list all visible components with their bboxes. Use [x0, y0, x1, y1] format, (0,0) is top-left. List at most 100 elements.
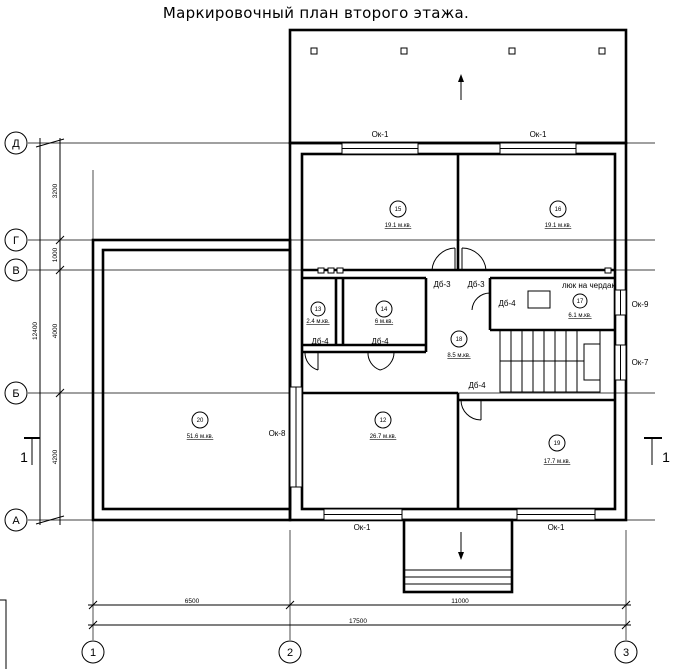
- post-1: [310, 47, 318, 55]
- tick-v: [55, 265, 65, 275]
- room-13-area: 2.4 м.кв.: [306, 319, 330, 325]
- label-door-16: Дб-3: [467, 280, 485, 289]
- axis-label-3: 3: [623, 647, 629, 659]
- tick-g: [55, 235, 65, 245]
- axis-label-d: Д: [12, 138, 20, 150]
- left-wing-inner: [101, 248, 292, 511]
- vent-2: [336, 267, 344, 274]
- attic-hatch: [527, 290, 551, 309]
- label-door-19: Дб-4: [468, 381, 486, 390]
- room-17-marker: [572, 293, 588, 309]
- balcony-outline: [288, 28, 628, 145]
- room-15-number: 15: [395, 207, 402, 213]
- section-mark-right-label: 1: [662, 449, 670, 465]
- left-wing-outer: [91, 238, 292, 522]
- room-14-number: 14: [381, 307, 388, 313]
- label-window-top-left: Ок-1: [372, 130, 389, 139]
- post-2: [400, 47, 408, 55]
- vent-4: [604, 267, 612, 274]
- door-16-swing: [461, 247, 487, 271]
- room-16-marker: [549, 200, 567, 218]
- tick-1b: [88, 620, 98, 630]
- balcony-top: [288, 28, 628, 145]
- room-15-marker: [389, 200, 407, 218]
- room-20-marker: [191, 411, 209, 429]
- label-window-ok9: Ок-9: [632, 300, 649, 309]
- porch-outline: [402, 518, 514, 594]
- vent-3: [317, 267, 325, 274]
- room-17-area: 6.1 м.кв.: [568, 313, 592, 319]
- room-12-marker: [374, 411, 392, 429]
- room-18-number: 18: [456, 337, 463, 343]
- room-12-area: 26.7 м.кв.: [370, 434, 397, 440]
- element-labels: Ок-1 Ок-1 Ок-1 Ок-1 Ок-8 Ок-9 Ок-7 Дб-3 …: [269, 130, 649, 532]
- tick-b: [55, 388, 65, 398]
- dim-4000: 4000: [52, 323, 59, 338]
- label-window-bottom-right: Ок-1: [548, 523, 565, 532]
- door-17-swing: [471, 292, 491, 311]
- room-17-number: 17: [577, 299, 584, 305]
- axis-label-a: А: [12, 515, 20, 527]
- tick-1: [88, 600, 98, 610]
- room-14-area: 6 м.кв.: [375, 319, 394, 325]
- left-wing: [91, 238, 292, 522]
- windows: [289, 142, 627, 521]
- stair-landing: [583, 343, 601, 381]
- axis-label-g: Г: [13, 235, 19, 247]
- room-19-number: 19: [554, 441, 561, 447]
- room-16-number: 16: [555, 207, 562, 213]
- section-marks: 1 1: [20, 437, 670, 465]
- tick-3b: [621, 620, 631, 630]
- room-15-area: 19.1 м.кв.: [385, 223, 412, 229]
- room-19-area: 17.7 м.кв.: [544, 459, 571, 465]
- staircase: [499, 329, 601, 393]
- tick-d: [35, 138, 65, 148]
- axis-bubble-v: [4, 258, 28, 282]
- post-3: [508, 47, 516, 55]
- door-13-swing: [304, 351, 319, 371]
- label-door-15: Дб-3: [433, 280, 451, 289]
- label-window-ok7: Ок-7: [632, 358, 649, 367]
- axis-bubble-2: [278, 640, 302, 664]
- dim-1000: 1000: [52, 247, 59, 262]
- axis-bubble-b: [4, 381, 28, 405]
- row-axis-bubbles: Д Г В Б А: [4, 131, 28, 532]
- label-window-top-right: Ок-1: [530, 130, 547, 139]
- tick-2: [285, 600, 295, 610]
- door-19-swing: [460, 399, 482, 421]
- room-12-number: 12: [380, 418, 387, 424]
- vent-1: [327, 267, 335, 274]
- axis-label-1: 1: [90, 647, 96, 659]
- axis-bubble-d: [4, 131, 28, 155]
- label-attic-hatch: люк на чердак: [562, 281, 615, 290]
- axis-bubble-g: [4, 228, 28, 252]
- slope-arrow-head: [458, 74, 464, 82]
- axis-bubble-1: [81, 640, 105, 664]
- axis-label-2: 2: [287, 647, 293, 659]
- room-18-marker: [450, 330, 468, 348]
- post-4: [598, 47, 606, 55]
- dim-6500: 6500: [185, 598, 200, 605]
- axis-bubble-a: [4, 508, 28, 532]
- axis-bubble-3: [614, 640, 638, 664]
- label-window-bottom-left: Ок-1: [354, 523, 371, 532]
- room-13-number: 13: [315, 307, 322, 313]
- section-mark-left-label: 1: [20, 449, 28, 465]
- room-14-marker: [375, 300, 393, 318]
- left-dimension-chain: 3200 1000 4000 4200 12400: [32, 138, 65, 525]
- dim-12400: 12400: [32, 322, 39, 340]
- room-16-area: 19.1 м.кв.: [545, 223, 572, 229]
- door-15-swing: [431, 247, 456, 271]
- dim-11000: 11000: [451, 598, 469, 605]
- bottom-dimension-chain: 6500 11000 17500: [88, 598, 631, 630]
- tick-a: [35, 515, 65, 525]
- room-20-area: 51.6 м.кв.: [187, 434, 214, 440]
- plan-title: Маркировочный план второго этажа.: [163, 4, 469, 22]
- tick-3: [621, 600, 631, 610]
- label-door-14: Дб-4: [371, 337, 389, 346]
- dim-3200: 3200: [52, 183, 59, 198]
- axis-label-v: В: [12, 265, 19, 277]
- label-window-ok8: Ок-8: [269, 429, 286, 438]
- doors: [304, 247, 491, 421]
